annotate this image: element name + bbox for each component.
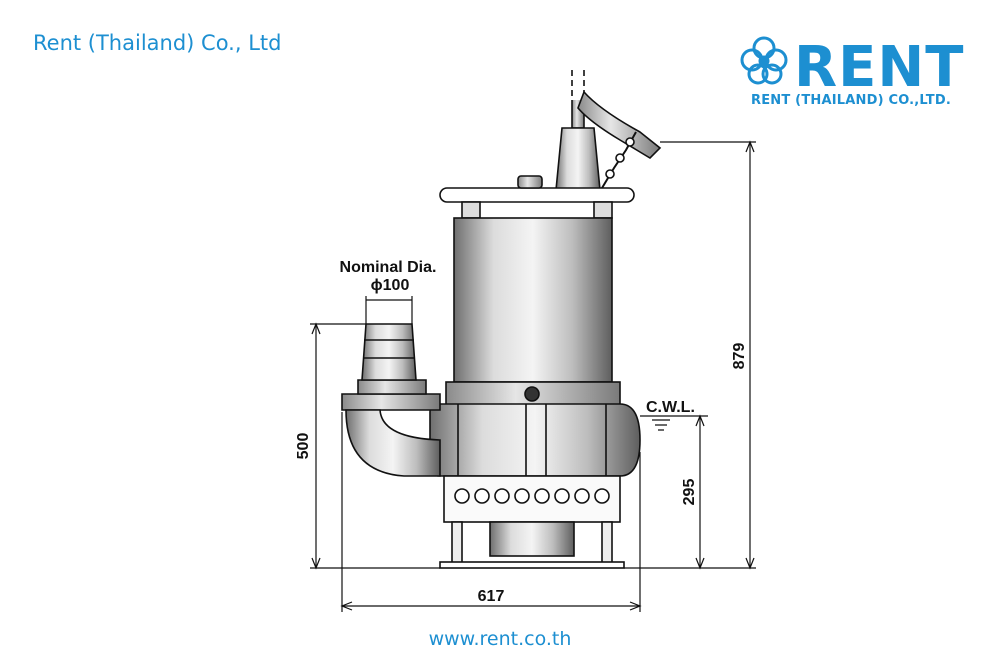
dim-width-617: 617 [478,588,505,605]
dim-height-500: 500 [295,433,312,460]
pump-body [341,70,662,569]
flower-logo-icon [740,36,788,85]
cwl-label: C.W.L. [646,399,695,416]
dimension-lines [310,140,756,612]
logo-wordmark: RENT [794,35,964,100]
dim-height-295: 295 [681,479,698,506]
company-name: Rent (Thailand) Co., Ltd [33,31,282,55]
logo-subtitle: RENT (THAILAND) CO.,LTD. [751,93,951,108]
nominal-label: Nominal Dia. [340,259,437,276]
website-url[interactable]: www.rent.co.th [428,628,572,650]
rent-logo: RENT [740,35,964,100]
nominal-value: ϕ100 [371,277,410,294]
dim-height-879: 879 [731,343,748,370]
